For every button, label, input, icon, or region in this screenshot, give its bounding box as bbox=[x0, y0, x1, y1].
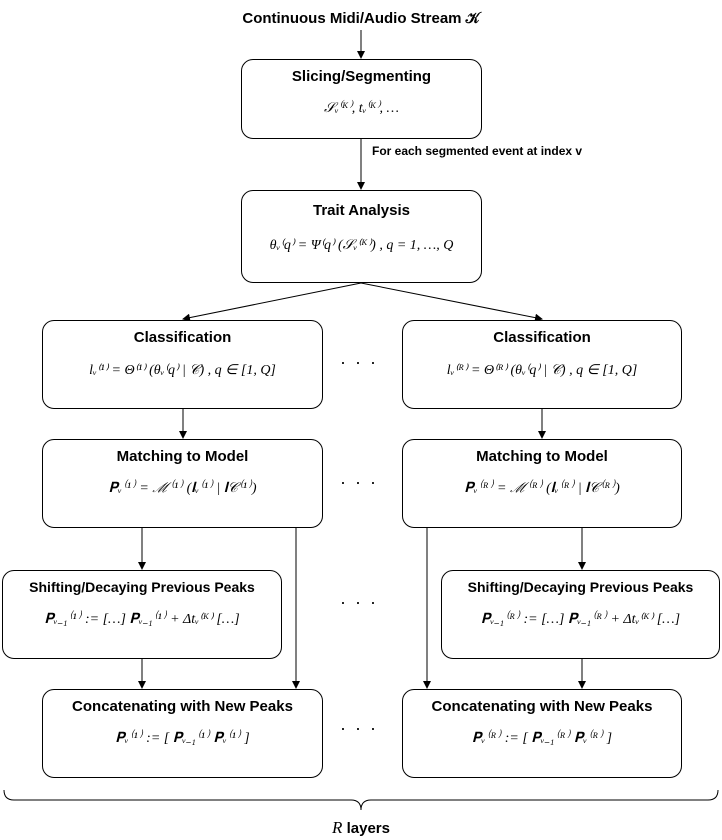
right-matching-box: Matching to Model 𝐏ᵥ⁽ᴿ⁾ = ℳ⁽ᴿ⁾ (𝐥ᵥ⁽ᴿ⁾ | … bbox=[402, 439, 682, 528]
left-classification-box: Classification lᵥ⁽¹⁾ = Θ⁽¹⁾ (θᵥ⁽q⁾ | 𝒞) … bbox=[42, 320, 323, 409]
arrow-trait-to-left-classification bbox=[182, 282, 362, 322]
left-concat-box: Concatenating with New Peaks 𝐏ᵥ⁽¹⁾ := [ … bbox=[42, 689, 323, 778]
right-shifting-title: Shifting/Decaying Previous Peaks bbox=[467, 579, 694, 595]
layers-word: layers bbox=[346, 820, 390, 837]
left-matching-formula: 𝐏ᵥ⁽¹⁾ = ℳ⁽¹⁾ (𝐥ᵥ⁽¹⁾ | 𝐥𝒞⁽¹⁾) bbox=[108, 481, 257, 496]
right-matching-title: Matching to Model bbox=[476, 448, 608, 465]
arrow-trait-to-right-classification bbox=[360, 282, 543, 322]
right-shifting-box: Shifting/Decaying Previous Peaks 𝐏ᵥ₋₁⁽ᴿ⁾… bbox=[441, 570, 720, 659]
left-classification-title: Classification bbox=[133, 329, 232, 346]
right-classification-title: Classification bbox=[493, 329, 591, 346]
left-matching-title: Matching to Model bbox=[116, 448, 249, 465]
layers-brace bbox=[3, 789, 719, 811]
ellipsis-concat: · · · bbox=[340, 718, 378, 738]
right-shifting-formula: 𝐏ᵥ₋₁⁽ᴿ⁾ := […] 𝐏ᵥ₋₁⁽ᴿ⁾ + Δtᵥ⁽ᴷ⁾ […] bbox=[480, 612, 681, 627]
right-concat-formula: 𝐏ᵥ⁽ᴿ⁾ := [ 𝐏ᵥ₋₁⁽ᴿ⁾ 𝐏ᵥ⁽ᴿ⁾ ] bbox=[471, 731, 613, 746]
slicing-formula: 𝒮ᵥ⁽ᴷ⁾, tᵥ⁽ᴷ⁾, … bbox=[324, 101, 399, 116]
left-shifting-formula: 𝐏ᵥ₋₁⁽¹⁾ := […] 𝐏ᵥ₋₁⁽¹⁾ + Δtᵥ⁽ᴷ⁾ […] bbox=[44, 612, 240, 627]
left-concat-formula: 𝐏ᵥ⁽¹⁾ := [ 𝐏ᵥ₋₁⁽¹⁾ 𝐏ᵥ⁽¹⁾ ] bbox=[115, 731, 250, 746]
right-concat-title: Concatenating with New Peaks bbox=[431, 698, 653, 715]
right-classification-box: Classification lᵥ⁽ᴿ⁾ = Θ⁽ᴿ⁾ (θᵥ⁽q⁾ | 𝒞) … bbox=[402, 320, 682, 409]
slicing-title: Slicing/Segmenting bbox=[291, 68, 432, 85]
trait-analysis-box: Trait Analysis θᵥ⁽q⁾ = Ψ⁽q⁾ (𝒮ᵥ⁽ᴷ⁾) , q … bbox=[241, 190, 482, 283]
segment-note: For each segmented event at index v bbox=[372, 144, 583, 158]
slicing-box: Slicing/Segmenting 𝒮ᵥ⁽ᴷ⁾, tᵥ⁽ᴷ⁾, … bbox=[241, 59, 482, 139]
left-matching-box: Matching to Model 𝐏ᵥ⁽¹⁾ = ℳ⁽¹⁾ (𝐥ᵥ⁽¹⁾ | … bbox=[42, 439, 323, 528]
right-classification-formula: lᵥ⁽ᴿ⁾ = Θ⁽ᴿ⁾ (θᵥ⁽q⁾ | 𝒞) , q ∈ [1, Q] bbox=[446, 363, 638, 378]
right-concat-box: Concatenating with New Peaks 𝐏ᵥ⁽ᴿ⁾ := [ … bbox=[402, 689, 682, 778]
ellipsis-classification: · · · bbox=[340, 352, 378, 372]
stream-title: Continuous Midi/Audio Stream 𝒦 bbox=[242, 10, 480, 27]
layers-label: R layers bbox=[0, 818, 722, 838]
layers-variable: R bbox=[332, 818, 343, 837]
left-shifting-title: Shifting/Decaying Previous Peaks bbox=[29, 579, 255, 595]
trait-analysis-formula: θᵥ⁽q⁾ = Ψ⁽q⁾ (𝒮ᵥ⁽ᴷ⁾) , q = 1, …, Q bbox=[269, 238, 454, 253]
left-shifting-box: Shifting/Decaying Previous Peaks 𝐏ᵥ₋₁⁽¹⁾… bbox=[2, 570, 282, 659]
ellipsis-matching: · · · bbox=[340, 472, 378, 492]
left-concat-title: Concatenating with New Peaks bbox=[72, 698, 293, 715]
ellipsis-shifting: · · · bbox=[340, 592, 378, 612]
right-matching-formula: 𝐏ᵥ⁽ᴿ⁾ = ℳ⁽ᴿ⁾ (𝐥ᵥ⁽ᴿ⁾ | 𝐥𝒞⁽ᴿ⁾) bbox=[464, 481, 620, 496]
trait-analysis-title: Trait Analysis bbox=[313, 202, 410, 219]
left-classification-formula: lᵥ⁽¹⁾ = Θ⁽¹⁾ (θᵥ⁽q⁾ | 𝒞) , q ∈ [1, Q] bbox=[89, 363, 276, 378]
